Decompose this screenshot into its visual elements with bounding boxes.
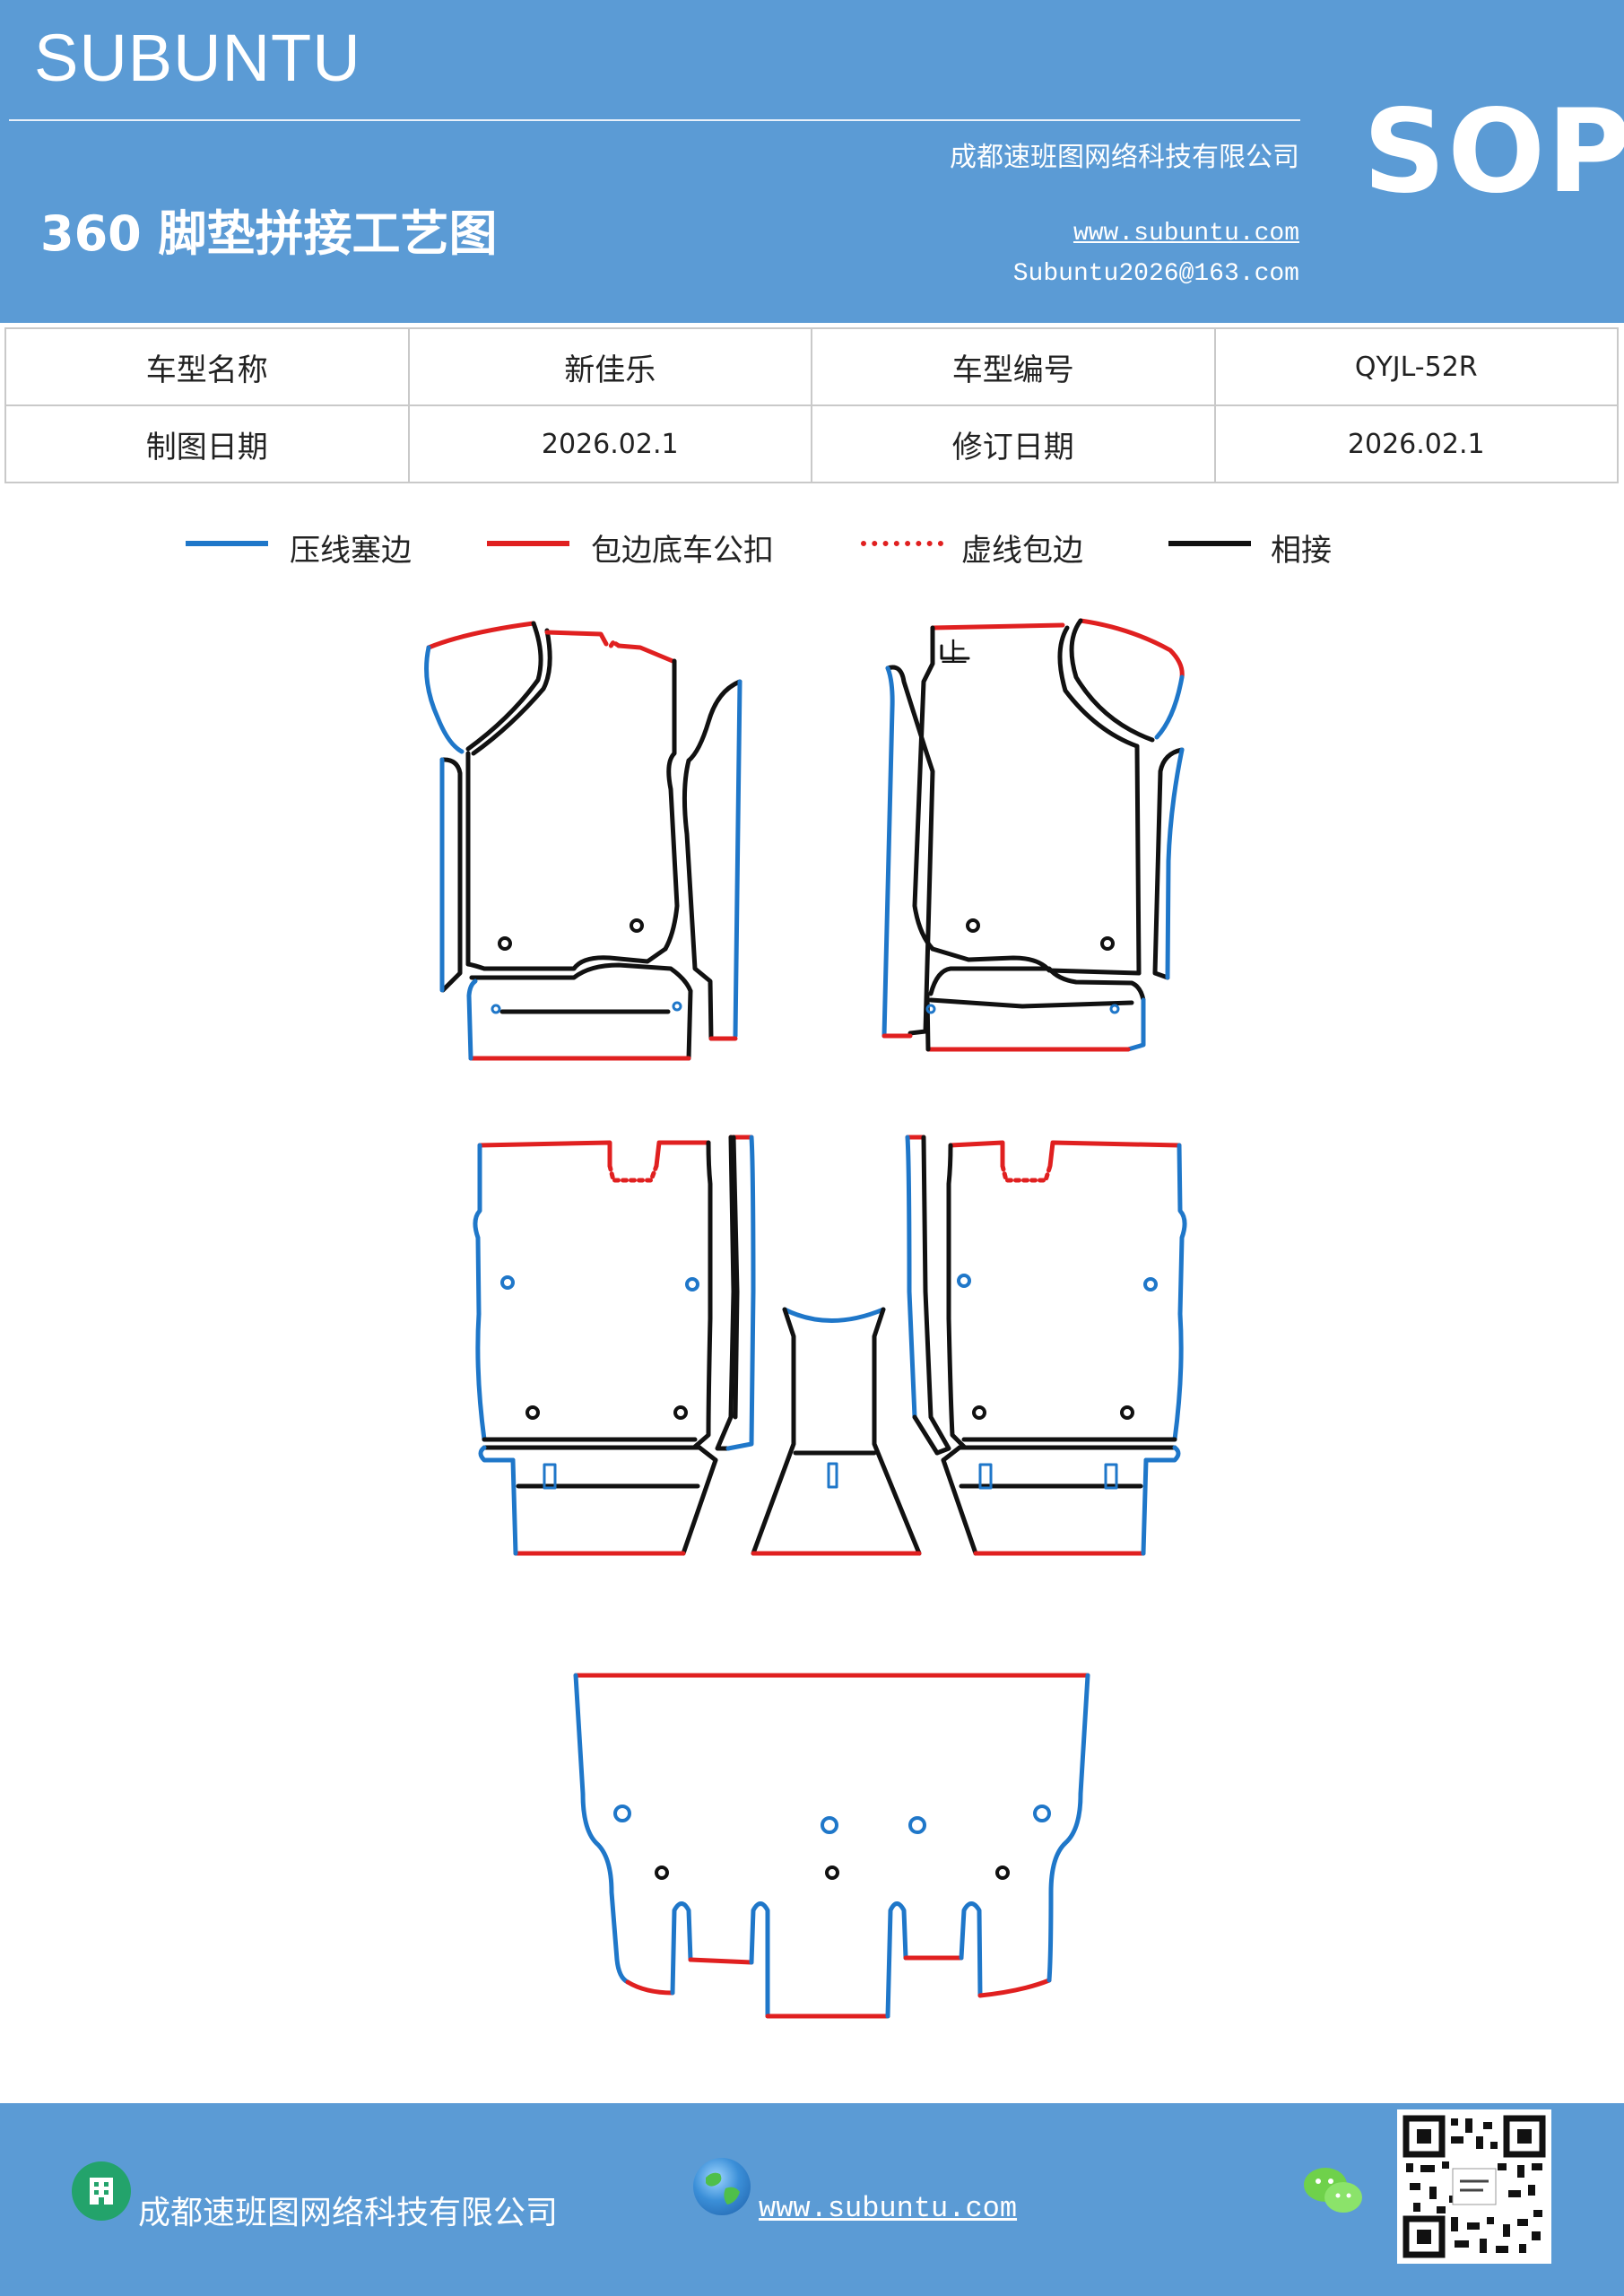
model-code-label: 车型编号 xyxy=(811,327,1216,406)
qr-code[interactable] xyxy=(1397,2109,1551,2264)
header-divider xyxy=(9,119,1300,121)
mat-rear xyxy=(573,1673,1090,2019)
legend-label: 虚线包边 xyxy=(961,533,1083,569)
globe-icon xyxy=(693,2158,751,2215)
revision-date-value: 2026.02.1 xyxy=(1213,404,1619,483)
mat-middle-right xyxy=(905,1135,1187,1556)
header-website-link[interactable]: www.subuntu.com xyxy=(1073,220,1299,248)
revision-date-label: 修订日期 xyxy=(811,404,1216,483)
drawing-date-label: 制图日期 xyxy=(4,404,410,483)
table-row: 车型名称 新佳乐 车型编号 QYJL-52R xyxy=(4,327,1619,406)
footer-website-link[interactable]: www.subuntu.com xyxy=(759,2192,1018,2225)
wechat-icon[interactable] xyxy=(1302,2163,1365,2219)
header-email: Subuntu2026@163.com xyxy=(1012,260,1299,288)
legend-swatch xyxy=(487,541,569,546)
model-name-value: 新佳乐 xyxy=(407,327,812,406)
vehicle-info-table: 车型名称 新佳乐 车型编号 QYJL-52R 制图日期 2026.02.1 修订… xyxy=(4,327,1619,483)
legend-swatch xyxy=(861,541,943,546)
legend-label: 压线塞边 xyxy=(290,533,412,569)
building-icon xyxy=(72,2161,131,2221)
legend-swatch xyxy=(186,541,268,546)
header-banner xyxy=(0,0,1624,323)
mat-front-right xyxy=(881,618,1185,1052)
legend-swatch xyxy=(1168,541,1251,546)
table-row: 制图日期 2026.02.1 修订日期 2026.02.1 xyxy=(4,404,1619,483)
legend-label: 包边底车公扣 xyxy=(591,533,774,569)
legend-label: 相接 xyxy=(1271,533,1332,569)
page-title: 360 脚垫拼接工艺图 xyxy=(40,205,498,262)
drawing-date-value: 2026.02.1 xyxy=(407,404,812,483)
sop-badge: SOP xyxy=(1363,85,1624,219)
brand-logo: SUBUNTU xyxy=(34,21,361,95)
mat-center-tunnel xyxy=(751,1307,922,1556)
mat-middle-left xyxy=(473,1135,756,1556)
model-name-label: 车型名称 xyxy=(4,327,410,406)
header-company: 成都速班图网络科技有限公司 xyxy=(950,142,1299,173)
model-code-value: QYJL-52R xyxy=(1213,327,1619,406)
orientation-mark: 上 xyxy=(941,638,968,669)
footer-company: 成都速班图网络科技有限公司 xyxy=(138,2195,559,2231)
mat-front-left xyxy=(424,621,743,1061)
